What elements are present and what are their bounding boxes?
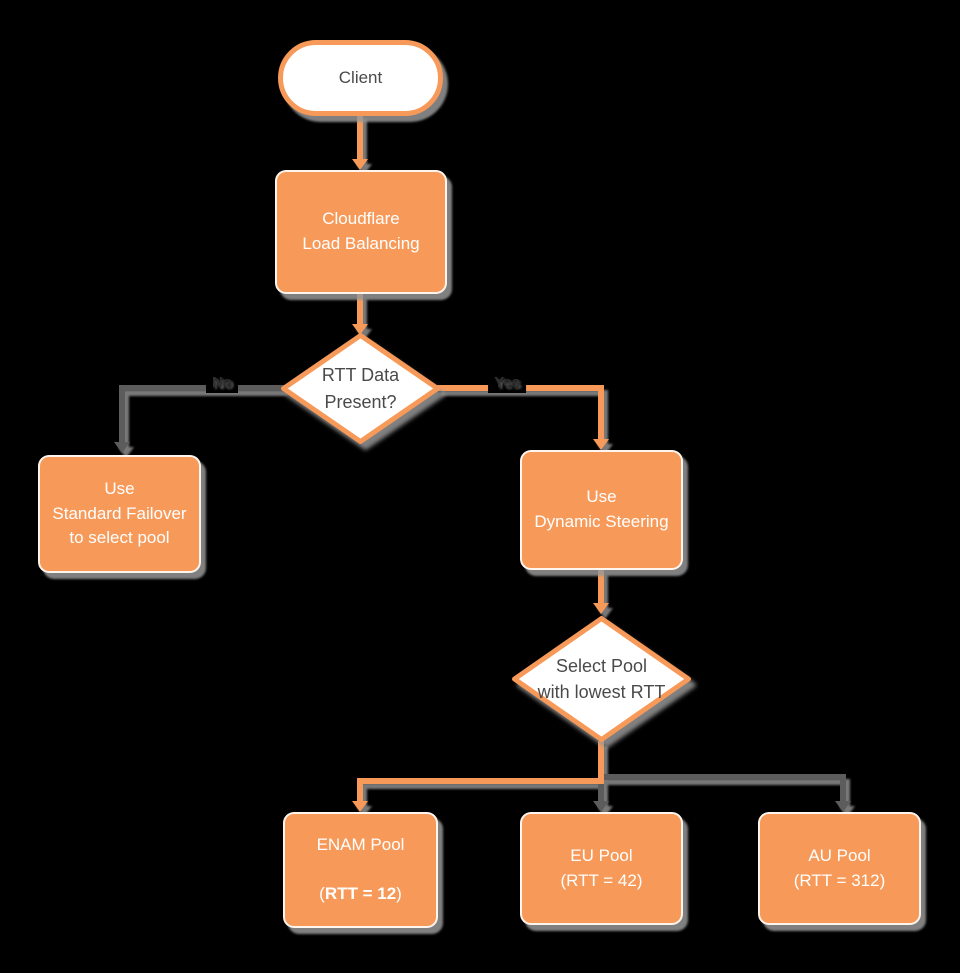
node-cloudflare-load-balancing: Cloudflare Load Balancing xyxy=(275,170,447,294)
arrowhead-icon xyxy=(593,801,609,812)
node-select-pool: Select Pool with lowest RTT xyxy=(512,616,691,742)
diamond-shape xyxy=(281,333,440,444)
arrowhead-icon xyxy=(593,603,609,614)
node-standard-failover-label: Use Standard Failover to select pool xyxy=(52,479,187,548)
edge-label-no: No xyxy=(206,372,238,393)
node-dynamic-steering: Use Dynamic Steering xyxy=(520,450,683,570)
arrowhead-icon xyxy=(114,442,130,453)
node-au-pool: AU Pool (RTT = 312) xyxy=(758,812,921,925)
arrowhead-icon xyxy=(352,159,368,170)
node-standard-failover: Use Standard Failover to select pool xyxy=(38,455,201,573)
diamond-shape xyxy=(512,616,691,742)
edge-to-enam-pool xyxy=(357,741,604,802)
arrowhead-icon xyxy=(352,324,368,335)
paren-open: ( xyxy=(319,884,325,904)
paren-close: ) xyxy=(396,884,402,904)
edge-to-au-pool xyxy=(598,748,846,802)
node-au-pool-label: AU Pool (RTT = 312) xyxy=(793,845,886,890)
node-client: Client xyxy=(278,40,443,116)
node-dynamic-steering-label: Use Dynamic Steering xyxy=(534,487,669,531)
arrowhead-icon xyxy=(835,801,851,812)
node-cloudflare-label: Cloudflare Load Balancing xyxy=(302,209,420,253)
edge-yes-branch xyxy=(437,385,604,440)
node-rtt-decision-label: RTT Data Present? xyxy=(321,365,400,412)
edge-label-yes: Yes xyxy=(488,372,526,393)
node-enam-pool: ENAM Pool (RTT = 12) xyxy=(283,812,438,928)
edge-no-branch xyxy=(119,385,284,443)
node-select-pool-label: Select Pool with lowest RTT xyxy=(537,655,666,702)
enam-rtt-value: RTT = 12 xyxy=(324,884,397,904)
arrowhead-icon xyxy=(352,801,368,812)
node-client-label: Client xyxy=(338,67,383,87)
node-enam-pool-label: ENAM Pool (RTT = 12) xyxy=(317,808,405,931)
enam-pool-name: ENAM Pool xyxy=(316,835,405,855)
arrowhead-icon xyxy=(593,439,609,450)
enam-pool-rtt: (RTT = 12) xyxy=(317,882,405,907)
node-rtt-data-present: RTT Data Present? xyxy=(281,333,440,444)
node-eu-pool: EU Pool (RTT = 42) xyxy=(520,812,683,925)
node-eu-pool-label: EU Pool (RTT = 42) xyxy=(560,845,643,890)
